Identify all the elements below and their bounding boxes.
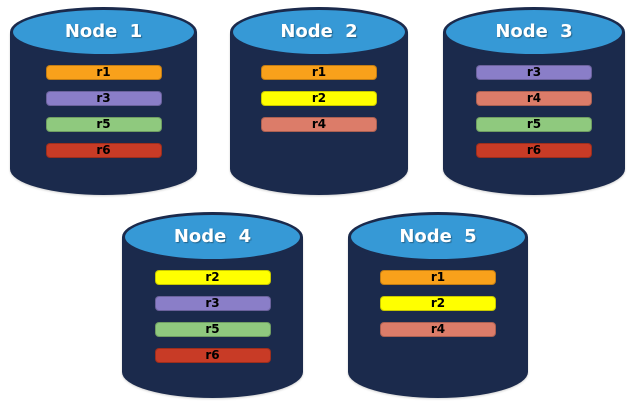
node-title: Node 4 xyxy=(173,226,252,247)
database-cylinder-body xyxy=(10,32,197,195)
replica-bar: r4 xyxy=(380,322,496,337)
node-title: Node 3 xyxy=(495,21,573,42)
replica-bar: r3 xyxy=(154,296,271,311)
database-cylinder-body xyxy=(230,32,408,195)
replica-bar: r2 xyxy=(261,91,377,106)
replica-bar: r4 xyxy=(476,91,592,106)
node-title: Node 1 xyxy=(64,21,143,42)
replica-bar: r6 xyxy=(154,348,271,363)
replica-bar: r5 xyxy=(45,117,162,132)
database-cylinder-top xyxy=(348,212,528,262)
node-title: Node 2 xyxy=(280,21,358,42)
node-3: Node 3 r3 r4 r5 r6 xyxy=(443,7,625,195)
node-5: Node 5 r1 r2 r4 xyxy=(348,212,528,398)
replica-bar: r1 xyxy=(380,270,496,285)
replica-bar: r1 xyxy=(45,65,162,80)
replica-bar: r6 xyxy=(45,143,162,158)
database-cylinder-top xyxy=(10,7,197,57)
replica-bar: r4 xyxy=(261,117,377,132)
replica-bar: r3 xyxy=(476,65,592,80)
replica-bar: r6 xyxy=(476,143,592,158)
replica-list: r2 r3 r5 r6 xyxy=(122,270,303,374)
database-cylinder-top xyxy=(122,212,303,262)
database-cylinder-body xyxy=(122,237,303,398)
database-cylinder-body xyxy=(443,32,625,195)
replica-list: r3 r4 r5 r6 xyxy=(443,65,625,169)
replica-bar: r5 xyxy=(476,117,592,132)
node-title: Node 5 xyxy=(399,226,477,247)
replica-bar: r1 xyxy=(261,65,377,80)
database-cylinder-top xyxy=(443,7,625,57)
database-cylinder-body xyxy=(348,237,528,398)
replica-list: r1 r3 r5 r6 xyxy=(10,65,197,169)
replica-bar: r5 xyxy=(154,322,271,337)
database-cylinder-top xyxy=(230,7,408,57)
replica-bar: r3 xyxy=(45,91,162,106)
node-1: Node 1 r1 r3 r5 r6 xyxy=(10,7,197,195)
node-2: Node 2 r1 r2 r4 xyxy=(230,7,408,195)
replica-bar: r2 xyxy=(154,270,271,285)
replica-bar: r2 xyxy=(380,296,496,311)
replica-list: r1 r2 r4 xyxy=(348,270,528,348)
replica-list: r1 r2 r4 xyxy=(230,65,408,143)
node-4: Node 4 r2 r3 r5 r6 xyxy=(122,212,303,398)
